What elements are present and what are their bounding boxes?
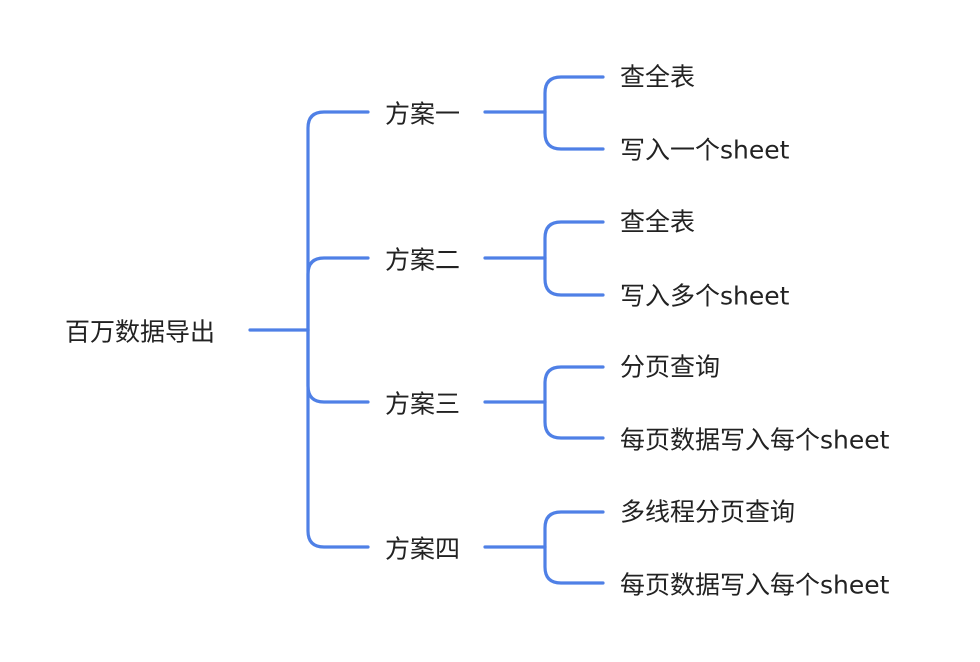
root-node: 百万数据导出 [65, 318, 215, 347]
connector-lines [248, 75, 605, 585]
leaf-node-1-1: 查全表 [620, 63, 695, 92]
leaf-connector-2-2 [543, 256, 605, 297]
leaf-node-4-2: 每页数据写入每个sheet [620, 571, 890, 600]
leaf-connector-2-1 [543, 220, 605, 260]
leaf-node-2-2: 写入多个sheet [620, 282, 790, 311]
leaf-connector-3-2 [543, 400, 605, 440]
branch-node-3: 方案三 [385, 390, 460, 419]
branch-node-1: 方案一 [385, 100, 460, 129]
leaf-node-1-2: 写入一个sheet [620, 136, 790, 165]
leaf-node-3-1: 分页查询 [620, 353, 720, 382]
leaf-connector-1-1 [543, 75, 605, 114]
branch-connector-4 [306, 328, 370, 549]
leaf-connector-4-1 [543, 510, 605, 549]
branch-connector-2 [306, 256, 370, 332]
leaf-connector-3-1 [543, 365, 605, 404]
branch-connector-1 [306, 110, 370, 332]
leaf-connector-1-2 [543, 110, 605, 151]
branch-node-2: 方案二 [385, 246, 460, 275]
branch-node-4: 方案四 [385, 535, 460, 564]
leaf-node-4-1: 多线程分页查询 [620, 498, 795, 527]
leaf-connector-4-2 [543, 545, 605, 585]
leaf-node-2-1: 查全表 [620, 208, 695, 237]
branch-connector-3 [306, 328, 370, 404]
leaf-node-3-2: 每页数据写入每个sheet [620, 426, 890, 455]
